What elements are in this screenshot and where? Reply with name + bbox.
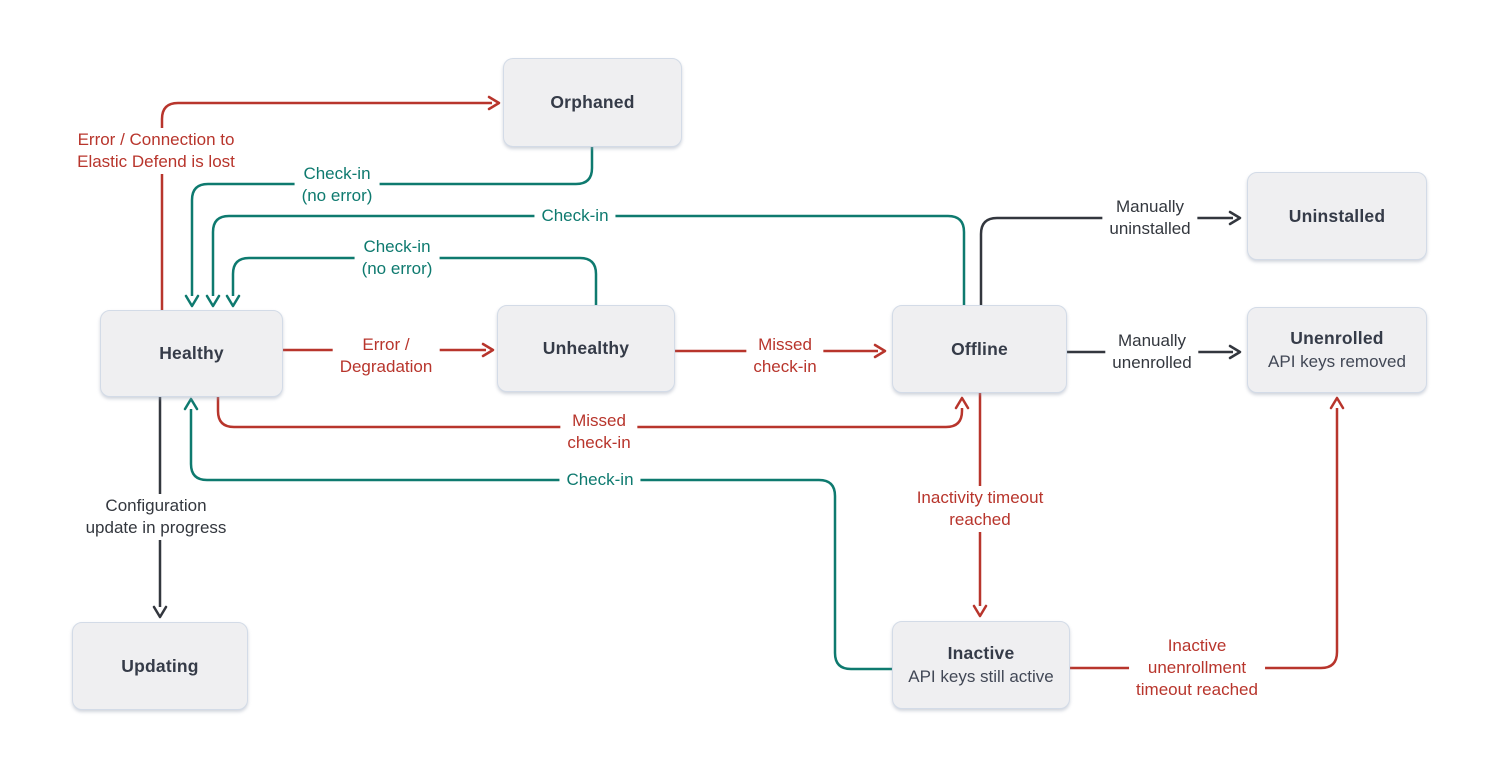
node-uninstalled-label: Uninstalled xyxy=(1288,205,1386,226)
node-unenrolled: Unenrolled API keys removed xyxy=(1247,307,1427,393)
label-healthy-to-orphaned: Error / Connection to Elastic Defend is … xyxy=(70,128,242,174)
arrowhead-down-healthy-3 xyxy=(225,294,241,308)
arrowhead-down-inactive xyxy=(972,604,988,618)
label-orphaned-to-healthy: Check-in (no error) xyxy=(294,162,380,208)
edge-offline-to-uninstalled xyxy=(979,216,1233,305)
node-inactive: Inactive API keys still active xyxy=(892,621,1070,709)
label-offline-to-uninstalled: Manually uninstalled xyxy=(1102,195,1198,241)
node-unhealthy: Unhealthy xyxy=(497,305,675,392)
node-unhealthy-label: Unhealthy xyxy=(542,338,630,358)
label-unhealthy-to-offline: Missed check-in xyxy=(746,333,824,379)
edge-inactive-to-unenrolled xyxy=(1070,408,1339,670)
node-offline-label: Offline xyxy=(951,338,1008,359)
node-offline: Offline xyxy=(892,305,1067,393)
label-healthy-to-unhealthy: Error / Degradation xyxy=(332,333,440,379)
label-offline-to-healthy: Check-in xyxy=(534,204,616,228)
label-offline-to-inactive: Inactivity timeout reached xyxy=(909,486,1051,532)
node-healthy-label: Healthy xyxy=(159,343,224,363)
label-unhealthy-to-healthy: Check-in (no error) xyxy=(354,235,440,281)
edge-healthy-to-orphaned xyxy=(160,101,492,310)
label-inactive-to-healthy: Check-in xyxy=(559,468,641,492)
arrowhead-down-healthy-1 xyxy=(184,294,200,308)
node-uninstalled: Uninstalled xyxy=(1247,172,1427,260)
node-unenrolled-label: Unenrolled xyxy=(1290,328,1384,348)
node-healthy: Healthy xyxy=(100,310,283,397)
arrowhead-right-orphaned xyxy=(487,95,501,111)
node-unenrolled-sublabel: API keys removed xyxy=(1268,352,1406,371)
arrowhead-down-healthy-2 xyxy=(205,294,221,308)
arrowhead-right-unhealthy xyxy=(481,342,495,358)
node-inactive-sublabel: API keys still active xyxy=(908,667,1054,686)
arrowhead-right-offline xyxy=(873,343,887,359)
node-inactive-label: Inactive xyxy=(947,643,1015,663)
node-updating-label: Updating xyxy=(121,655,199,676)
node-orphaned: Orphaned xyxy=(503,58,682,147)
arrowhead-right-uninstalled xyxy=(1228,210,1242,226)
label-offline-to-unenrolled: Manually unenrolled xyxy=(1105,329,1199,375)
label-inactive-to-unenrolled: Inactive unenrollment timeout reached xyxy=(1129,634,1265,702)
label-healthy-to-offline: Missed check-in xyxy=(560,409,638,455)
arrowhead-up-offline xyxy=(954,396,970,410)
arrowhead-down-updating xyxy=(152,605,168,619)
edge-inactive-to-healthy xyxy=(189,409,892,671)
arrowhead-up-unenrolled xyxy=(1329,396,1345,410)
arrowhead-right-unenrolled xyxy=(1228,344,1242,360)
edge-orphaned-to-healthy xyxy=(190,147,594,296)
label-healthy-to-updating: Configuration update in progress xyxy=(78,494,234,540)
arrowhead-up-healthy xyxy=(183,397,199,411)
node-updating: Updating xyxy=(72,622,248,710)
node-orphaned-label: Orphaned xyxy=(550,92,635,112)
